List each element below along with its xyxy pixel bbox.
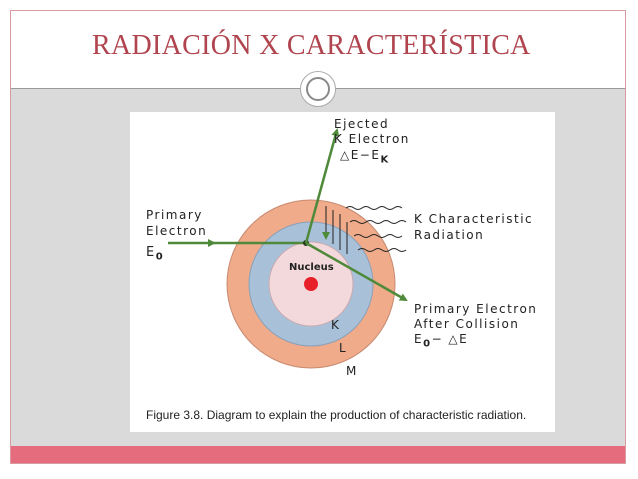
ejected-subscript: K	[380, 154, 390, 166]
shell-l-label: L	[339, 341, 346, 355]
primary-energy: E	[146, 245, 156, 260]
circle-ornament-inner	[306, 77, 330, 101]
footer-bar	[11, 446, 625, 463]
ejected-electron-arrow	[304, 128, 340, 244]
circle-ornament-icon	[300, 71, 336, 107]
shell-m-label: M	[346, 364, 357, 378]
scattered-electron-arrow	[305, 241, 408, 302]
primary-label-line3: E0	[146, 246, 164, 265]
ejected-label-line1: Ejected	[334, 117, 390, 131]
ejected-label-line3: △E−EK	[340, 148, 390, 167]
kchar-label-line1: K Characteristic	[414, 212, 534, 226]
after-energy: E	[414, 332, 424, 346]
after-energy-delta: − △E	[431, 332, 469, 346]
primary-label-line2: Electron	[146, 224, 208, 238]
ejected-label-line2: K Electron	[334, 132, 410, 146]
slide-title: RADIACIÓN X CARACTERÍSTICA	[92, 30, 531, 61]
kchar-label-line2: Radiation	[414, 228, 485, 242]
figure-caption: Figure 3.8. Diagram to explain the produ…	[146, 408, 527, 422]
primary-label-line1: Primary	[146, 208, 203, 222]
radiation-wave-4	[357, 248, 407, 252]
slide-frame	[10, 10, 626, 464]
nucleus-label: Nucleus	[289, 262, 334, 273]
after-label-line3: E0− △E	[414, 332, 468, 351]
ejected-energy: △E−E	[340, 148, 381, 162]
radiation-wave-2	[349, 220, 407, 224]
nucleus	[304, 277, 318, 291]
after-label-line1: Primary Electron	[414, 302, 538, 316]
after-label-line2: After Collision	[414, 317, 520, 331]
radiation-wave-1	[345, 206, 403, 210]
primary-subscript: 0	[155, 251, 165, 263]
after-subscript: 0	[423, 338, 432, 350]
shell-k-label: K	[331, 318, 339, 332]
radiation-wave-3	[353, 234, 403, 238]
